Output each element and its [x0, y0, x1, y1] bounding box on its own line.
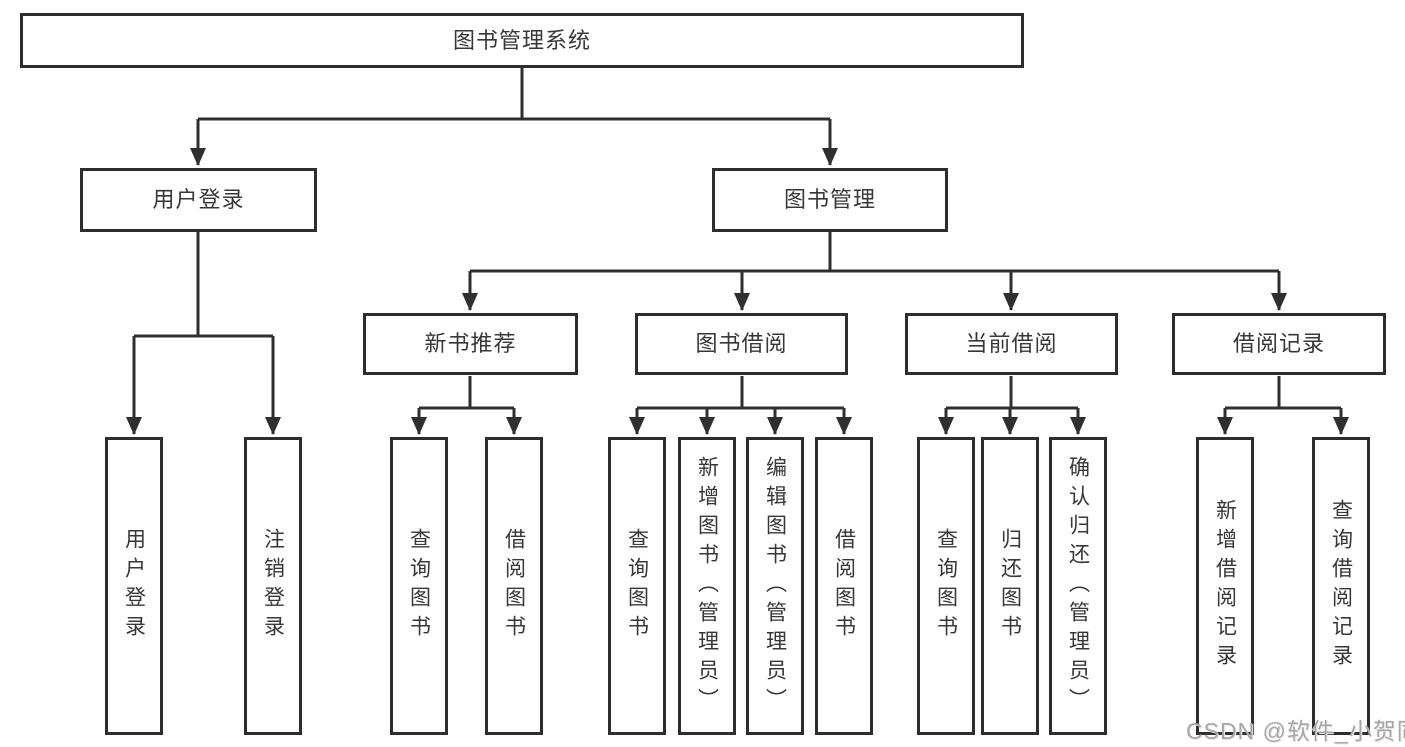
leaf-add-borrow-record-label: 新增借阅记录 — [1213, 499, 1237, 673]
leaf-query-books-recommend: 查询图书 — [390, 437, 448, 735]
node-book-management: 图书管理 — [712, 168, 948, 232]
leaf-query-books-borrow: 查询图书 — [608, 437, 666, 735]
leaf-return-book-label: 归还图书 — [998, 528, 1022, 644]
leaf-user-login: 用户登录 — [105, 437, 163, 735]
node-borrow-records-label: 借阅记录 — [1232, 331, 1325, 356]
leaf-edit-book-admin: 编辑图书（管理员） — [746, 437, 804, 735]
leaf-query-borrow-record-label: 查询借阅记录 — [1329, 499, 1353, 673]
leaf-add-book-admin-label: 新增图书（管理员） — [695, 455, 719, 717]
node-current-borrow: 当前借阅 — [905, 313, 1118, 375]
node-new-book-recommend: 新书推荐 — [363, 313, 578, 375]
leaf-query-borrow-record: 查询借阅记录 — [1312, 437, 1370, 735]
leaf-borrow-books-recommend: 借阅图书 — [485, 437, 543, 735]
node-root: 图书管理系统 — [20, 13, 1024, 68]
leaf-borrow-books-recommend-label: 借阅图书 — [502, 528, 526, 644]
leaf-confirm-return-admin: 确认归还（管理员） — [1049, 437, 1107, 735]
leaf-add-borrow-record: 新增借阅记录 — [1196, 437, 1254, 735]
leaf-query-books-recommend-label: 查询图书 — [407, 528, 431, 644]
node-current-borrow-label: 当前借阅 — [965, 331, 1058, 356]
leaf-add-book-admin: 新增图书（管理员） — [678, 437, 736, 735]
leaf-borrow-books: 借阅图书 — [815, 437, 873, 735]
leaf-edit-book-admin-label: 编辑图书（管理员） — [763, 455, 787, 717]
leaf-borrow-books-label: 借阅图书 — [832, 528, 856, 644]
leaf-query-books-current: 查询图书 — [917, 437, 975, 735]
node-book-borrow-label: 图书借阅 — [695, 331, 788, 356]
leaf-logout-label: 注销登录 — [261, 528, 285, 644]
leaf-logout: 注销登录 — [244, 437, 302, 735]
leaf-query-books-current-label: 查询图书 — [934, 528, 958, 644]
leaf-user-login-label: 用户登录 — [122, 528, 146, 644]
watermark: CSDN @软件_小贺同学 — [1186, 718, 1405, 744]
node-root-label: 图书管理系统 — [452, 27, 591, 53]
leaf-query-books-borrow-label: 查询图书 — [625, 528, 649, 644]
leaf-confirm-return-admin-label: 确认归还（管理员） — [1066, 455, 1090, 717]
node-user-login: 用户登录 — [80, 168, 317, 232]
node-book-borrow: 图书借阅 — [635, 313, 848, 375]
node-borrow-records: 借阅记录 — [1172, 313, 1386, 375]
node-user-login-label: 用户登录 — [152, 187, 245, 212]
node-new-book-recommend-label: 新书推荐 — [424, 331, 517, 356]
leaf-return-book: 归还图书 — [981, 437, 1039, 735]
node-book-management-label: 图书管理 — [783, 187, 876, 212]
